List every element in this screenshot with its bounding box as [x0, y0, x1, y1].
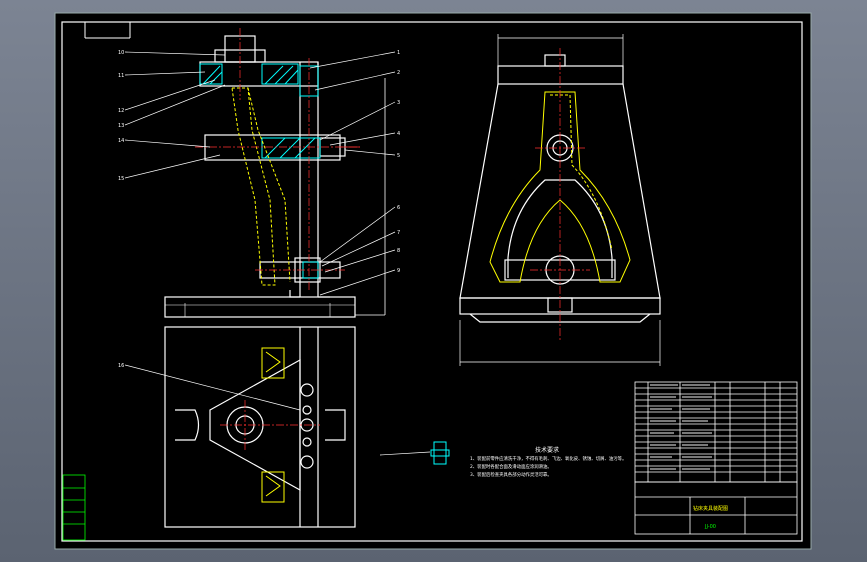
drawing-code: JJ-00	[704, 524, 716, 530]
part-label: 13	[118, 123, 124, 129]
part-label: 10	[118, 50, 124, 56]
part-label: 12	[118, 108, 124, 114]
part-label: 5	[397, 153, 400, 159]
bushing-detail	[430, 441, 450, 465]
part-label: 14	[118, 138, 124, 144]
part-number-labels: 10 11 12 13 14 15 16 1 2 3 4 5 6 7 8 9	[118, 50, 400, 369]
front-view-centerlines	[195, 28, 360, 290]
revision-block	[62, 474, 86, 541]
side-view-centerlines	[530, 48, 590, 340]
front-view-pivot-arm	[231, 87, 291, 286]
part-label: 15	[118, 176, 124, 182]
parts-list-table	[634, 381, 798, 535]
part-label: 8	[397, 248, 400, 254]
side-view-yellow-arm	[489, 91, 631, 283]
drawing-border	[61, 21, 803, 542]
bushing-leader	[379, 451, 431, 456]
title-block-text: 钻床夹具装配图 JJ-00	[693, 505, 728, 530]
top-view-yellow-parts	[261, 347, 285, 503]
parts-list-fill	[650, 384, 712, 470]
notes-title: 技术要求	[535, 446, 559, 454]
part-label: 3	[397, 100, 400, 106]
part-label: 6	[397, 205, 400, 211]
notes-line: 1、装配前零件应清洗干净，不得有毛刺、飞边、氧化皮、锈蚀、切屑、油污等。	[470, 455, 626, 462]
part-label: 11	[118, 73, 124, 79]
part-label: 7	[397, 230, 400, 236]
part-label: 4	[397, 131, 400, 137]
top-view-centerlines	[220, 400, 320, 450]
part-label: 16	[118, 363, 124, 369]
notes-line: 3、装配后检查夹具各部分动作灵活可靠。	[470, 471, 552, 478]
drawing-title: 钻床夹具装配图	[693, 505, 728, 512]
part-label: 2	[397, 70, 400, 76]
part-label: 1	[397, 50, 400, 56]
notes-line: 2、装配时各配合面及滑动面应涂润滑油。	[470, 463, 552, 470]
part-label: 9	[397, 268, 400, 274]
technical-notes: 技术要求 1、装配前零件应清洗干净，不得有毛刺、飞边、氧化皮、锈蚀、切屑、油污等…	[470, 446, 626, 478]
top-view-leader	[124, 364, 301, 411]
front-view-leaders	[124, 51, 396, 296]
